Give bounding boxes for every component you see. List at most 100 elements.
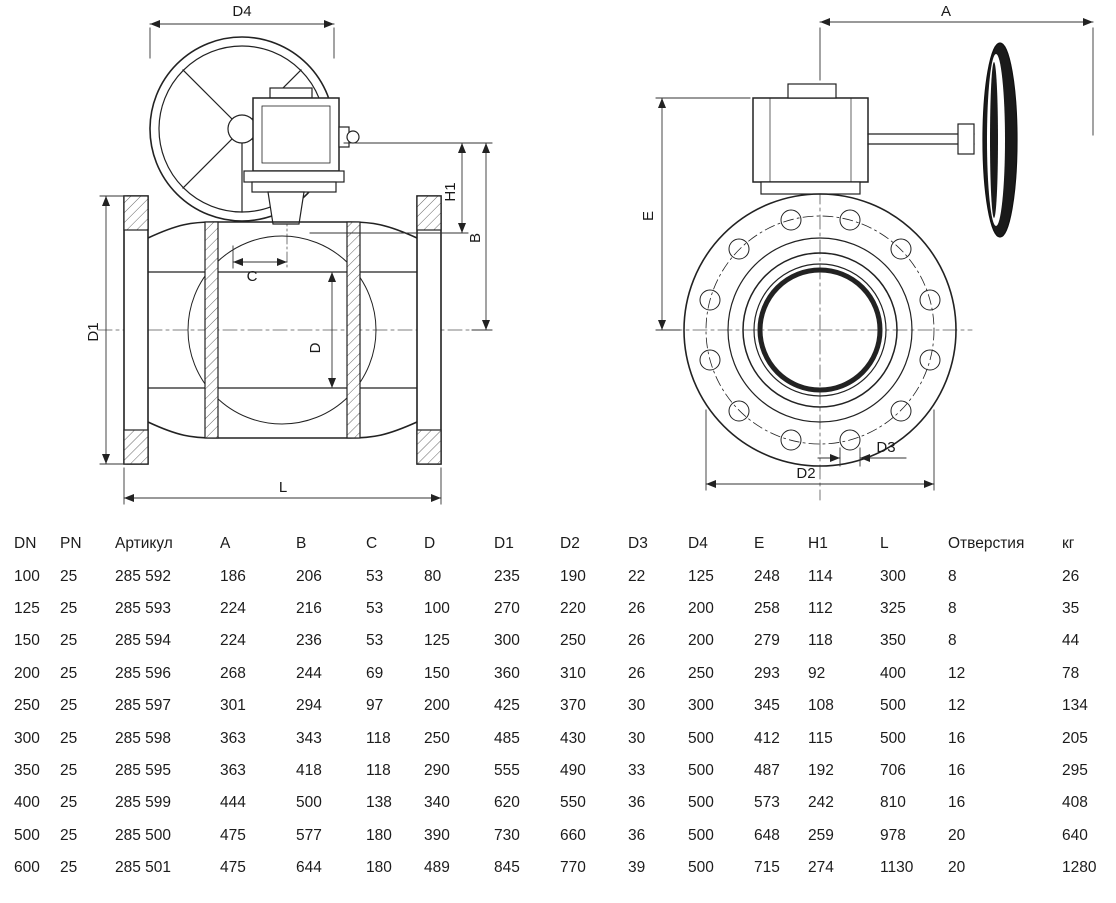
table-cell: 16 xyxy=(948,729,966,747)
table-cell: 16 xyxy=(948,794,966,812)
table-cell: 25 xyxy=(60,599,78,617)
table-cell: 400 xyxy=(14,794,40,812)
table-cell: 1280 xyxy=(1062,859,1097,877)
table-cell: 640 xyxy=(1062,826,1088,844)
table-cell: 500 xyxy=(14,826,40,844)
ball xyxy=(187,235,377,425)
table-cell: 500 xyxy=(688,859,714,877)
table-cell: 134 xyxy=(1062,697,1088,715)
valve-body xyxy=(146,221,419,439)
table-cell: 285 599 xyxy=(115,794,172,812)
table-cell: 500 xyxy=(880,697,906,715)
table-cell: 500 xyxy=(688,761,714,779)
table-cell: 216 xyxy=(296,599,322,617)
bolt-holes xyxy=(699,209,941,451)
table-cell: 36 xyxy=(628,794,646,812)
table-cell: 235 xyxy=(494,567,520,585)
table-cell: 300 xyxy=(688,697,714,715)
table-cell: 295 xyxy=(1062,761,1088,779)
dim-label-d3: D3 xyxy=(876,439,895,456)
dim-label-c: C xyxy=(247,268,258,285)
table-cell: 730 xyxy=(494,826,520,844)
table-cell: 25 xyxy=(60,567,78,585)
table-cell: 30 xyxy=(628,729,646,747)
table-cell: 224 xyxy=(220,599,246,617)
table-cell: 12 xyxy=(948,697,966,715)
column-header: D2 xyxy=(560,535,580,553)
dim-label-d: D xyxy=(307,342,324,353)
table-cell: 310 xyxy=(560,664,586,682)
table-cell: 978 xyxy=(880,826,906,844)
table-cell: 555 xyxy=(494,761,520,779)
table-cell: 325 xyxy=(880,599,906,617)
table-cell: 92 xyxy=(808,664,826,682)
table-cell: 285 595 xyxy=(115,761,172,779)
end-flanges xyxy=(123,195,442,465)
table-cell: 16 xyxy=(948,761,966,779)
dim-label-d1: D1 xyxy=(85,322,102,341)
table-cell: 475 xyxy=(220,859,246,877)
column-header: H1 xyxy=(808,535,828,553)
table-cell: 30 xyxy=(628,697,646,715)
table-cell: 360 xyxy=(494,664,520,682)
table-cell: 274 xyxy=(808,859,834,877)
table-cell: 301 xyxy=(220,697,246,715)
column-header: L xyxy=(880,535,889,553)
table-cell: 35 xyxy=(1062,599,1080,617)
table-cell: 250 xyxy=(688,664,714,682)
table-cell: 25 xyxy=(60,697,78,715)
dim-label-d2: D2 xyxy=(796,465,815,482)
table-cell: 363 xyxy=(220,761,246,779)
table-cell: 108 xyxy=(808,697,834,715)
table-cell: 206 xyxy=(296,567,322,585)
table-cell: 285 592 xyxy=(115,567,172,585)
table-cell: 25 xyxy=(60,794,78,812)
table-cell: 150 xyxy=(14,632,40,650)
table-cell: 224 xyxy=(220,632,246,650)
table-cell: 285 596 xyxy=(115,664,172,682)
table-cell: 53 xyxy=(366,567,384,585)
table-cell: 25 xyxy=(60,761,78,779)
table-cell: 363 xyxy=(220,729,246,747)
table-cell: 390 xyxy=(424,826,450,844)
column-header: B xyxy=(296,535,307,553)
table-cell: 205 xyxy=(1062,729,1088,747)
table-cell: 485 xyxy=(494,729,520,747)
technical-drawing: D4 H1 B C D D1 L xyxy=(85,3,1094,505)
table-cell: 285 500 xyxy=(115,826,172,844)
table-cell: 259 xyxy=(808,826,834,844)
table-cell: 290 xyxy=(424,761,450,779)
table-cell: 20 xyxy=(948,826,966,844)
table-cell: 236 xyxy=(296,632,322,650)
table-cell: 190 xyxy=(560,567,586,585)
table-cell: 285 593 xyxy=(115,599,172,617)
table-cell: 370 xyxy=(560,697,586,715)
weld-seam-left xyxy=(204,221,219,439)
table-cell: 500 xyxy=(688,729,714,747)
table-cell: 8 xyxy=(948,567,957,585)
table-cell: 25 xyxy=(60,632,78,650)
table-cell: 26 xyxy=(628,632,646,650)
table-cell: 250 xyxy=(14,697,40,715)
table-cell: 25 xyxy=(60,729,78,747)
gearbox xyxy=(243,87,360,225)
table-cell: 26 xyxy=(628,599,646,617)
table-cell: 340 xyxy=(424,794,450,812)
table-cell: 660 xyxy=(560,826,586,844)
dim-label-a: A xyxy=(941,3,951,20)
column-header: DN xyxy=(14,535,37,553)
table-cell: 44 xyxy=(1062,632,1080,650)
table-cell: 100 xyxy=(14,567,40,585)
table-cell: 300 xyxy=(880,567,906,585)
table-cell: 192 xyxy=(808,761,834,779)
column-header: Артикул xyxy=(115,535,173,553)
